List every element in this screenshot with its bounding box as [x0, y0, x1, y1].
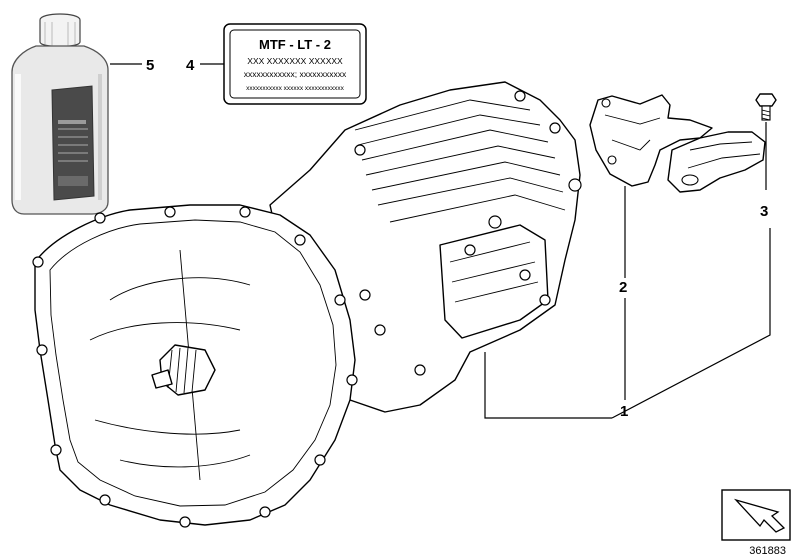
hex-bolt-icon[interactable]: [755, 93, 777, 121]
callout-3: 3: [760, 203, 768, 220]
callout-2: 2: [619, 279, 627, 296]
oil-bottle-icon[interactable]: [11, 13, 109, 215]
navigation-arrow-icon[interactable]: [721, 489, 791, 541]
label-title: MTF - LT - 2: [259, 37, 331, 52]
callout-1-leader: [484, 352, 612, 419]
transmission-icon[interactable]: [32, 81, 582, 528]
callout-4: 4: [186, 57, 195, 74]
mounting-bracket-icon[interactable]: [589, 94, 766, 193]
callout-1: 1: [620, 403, 628, 420]
label-line-3: xxxxxxxxxxx xxxxxx xxxxxxxxxxxx: [246, 85, 345, 92]
reference-number: 361883: [749, 545, 786, 557]
label-line-1: XXX XXXXXXX XXXXXX: [247, 56, 343, 66]
label-line-2: xxxxxxxxxxxx; xxxxxxxxxxx: [244, 69, 347, 79]
callout-5: 5: [146, 57, 154, 74]
info-label[interactable]: MTF - LT - 2 XXX XXXXXXX XXXXXX xxxxxxxx…: [223, 23, 367, 105]
callout-1-3-leader: [611, 228, 771, 419]
